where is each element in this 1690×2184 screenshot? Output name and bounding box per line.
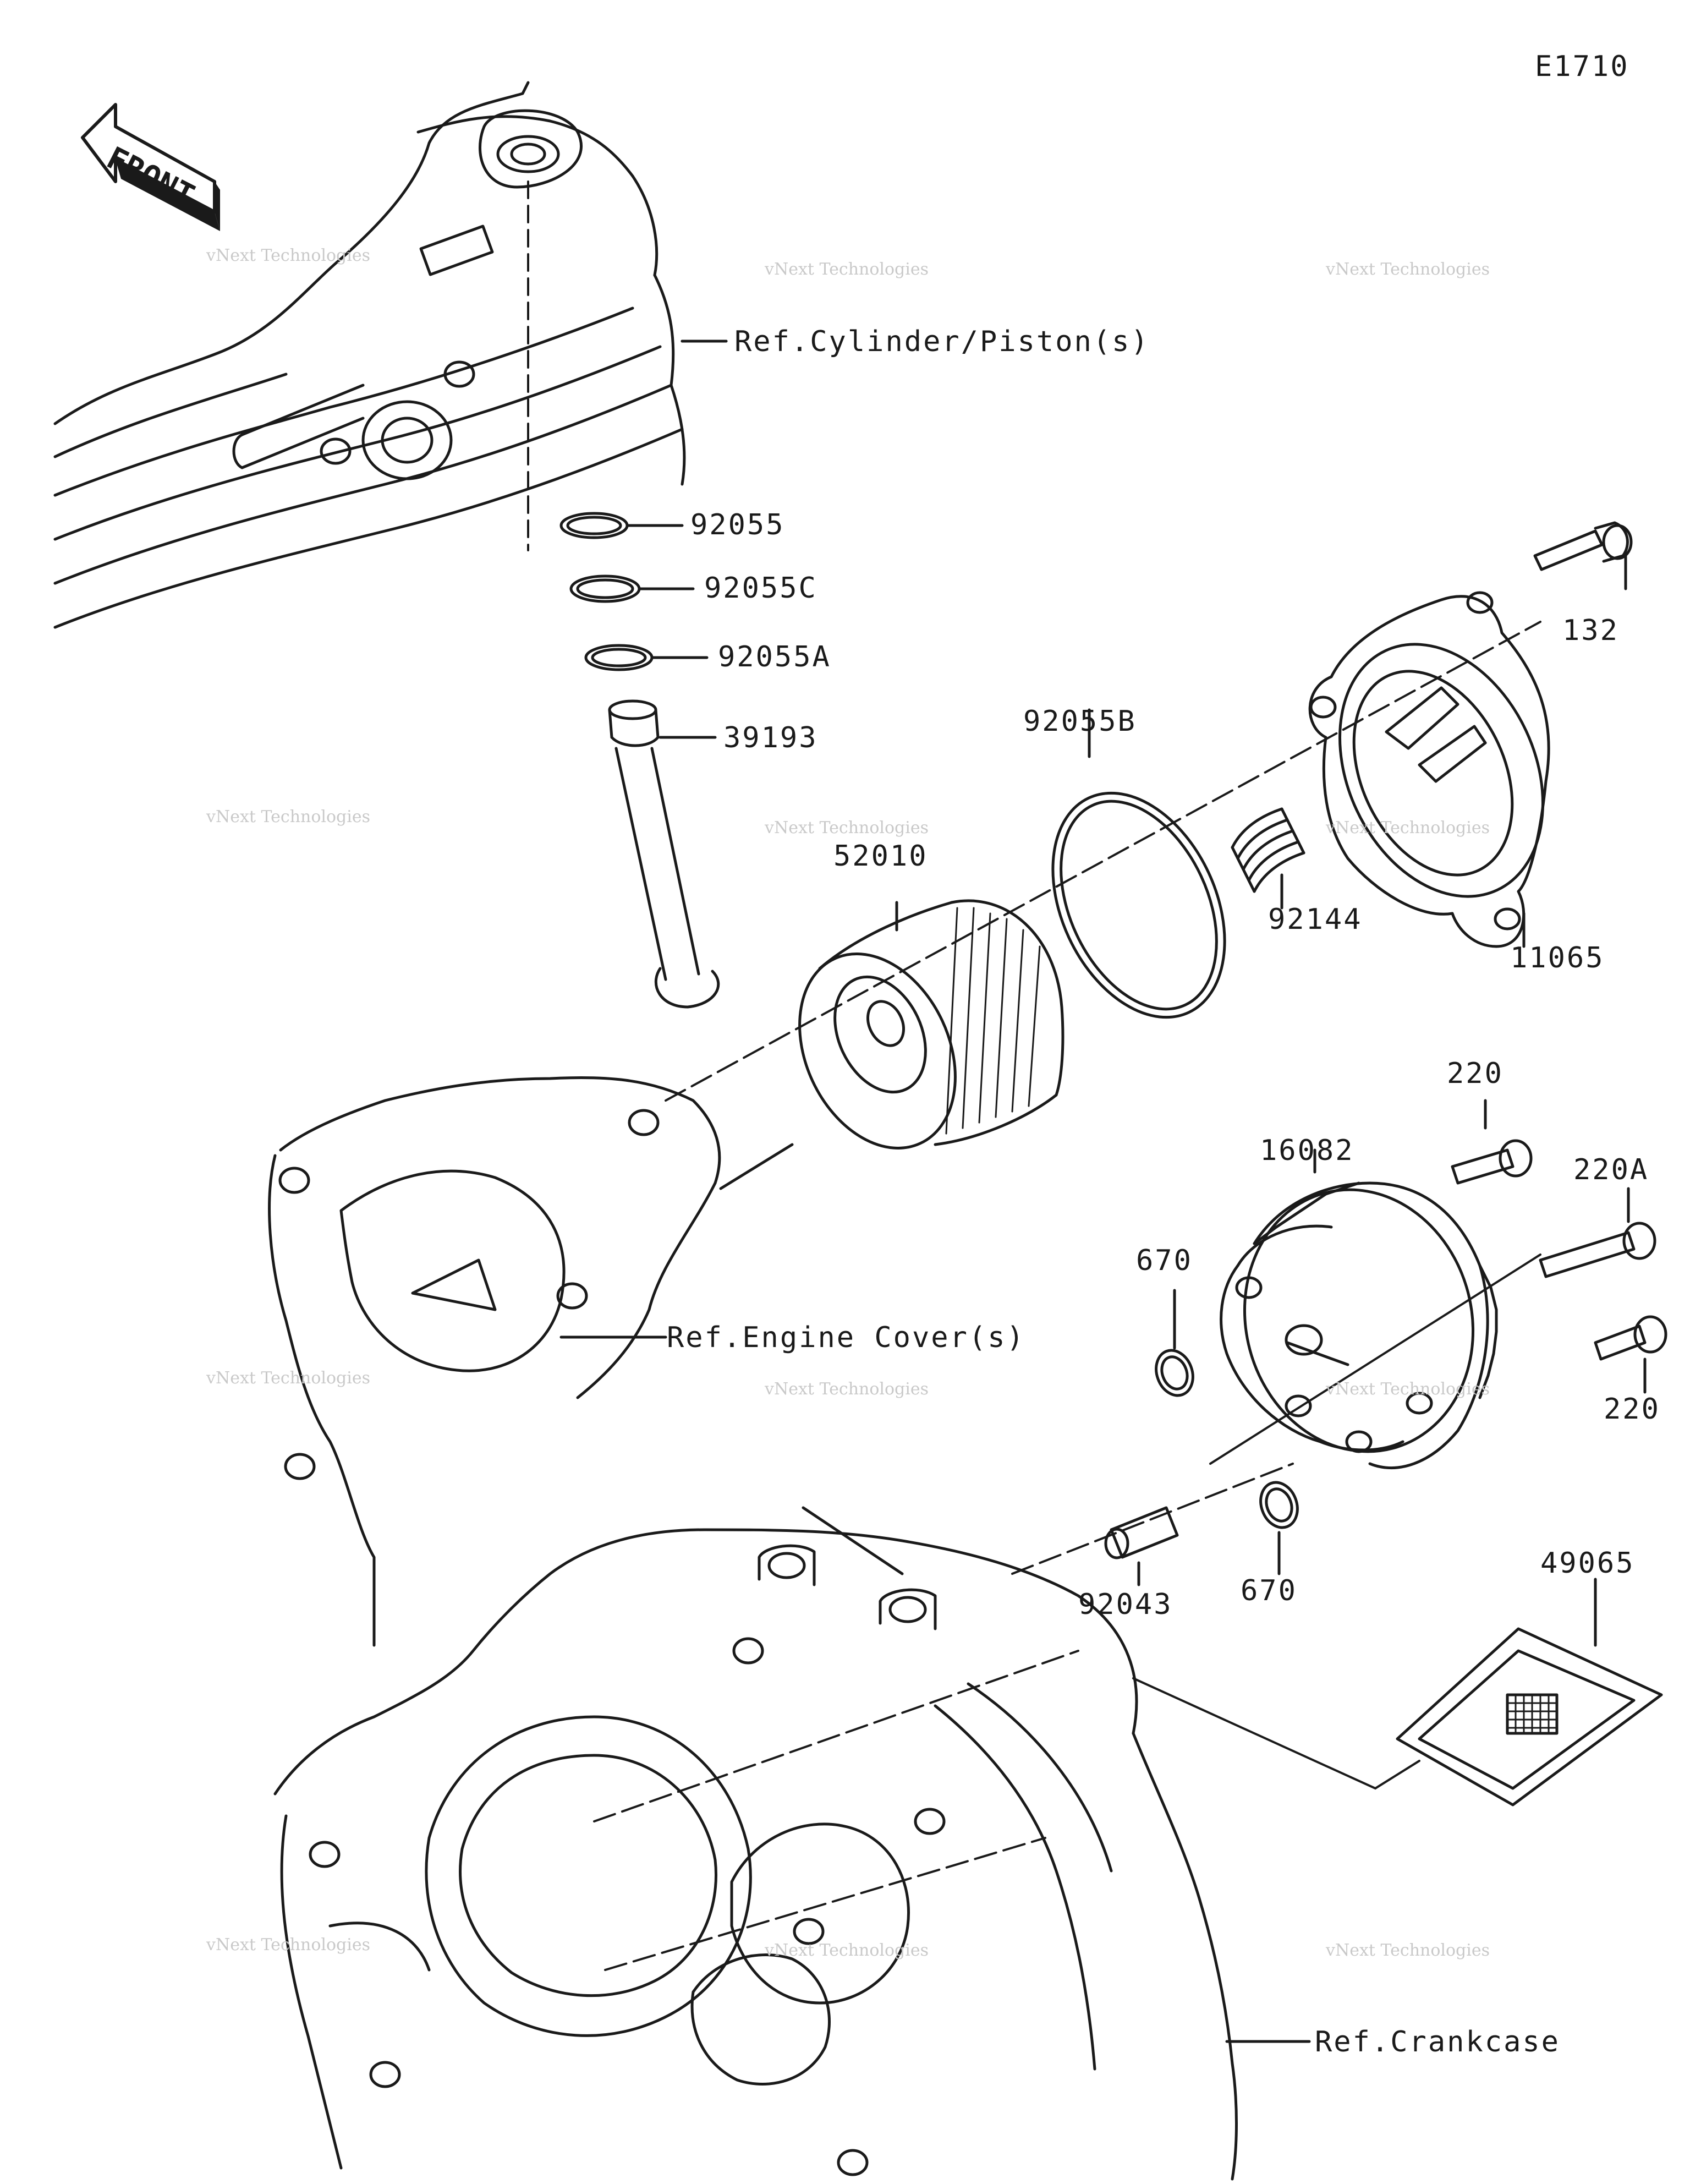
filter-cover	[1308, 591, 1550, 948]
watermark: vNext Technologies	[765, 260, 929, 279]
part-52010[interactable]: 52010	[833, 840, 928, 873]
bolt-220-bottom	[1594, 1315, 1667, 1394]
part-670-left[interactable]: 670	[1136, 1244, 1193, 1277]
part-220A[interactable]: 220A	[1573, 1153, 1649, 1186]
watermark: vNext Technologies	[765, 818, 929, 838]
bolt-220A	[1539, 1187, 1656, 1278]
cylinder-ref-drawing	[53, 81, 728, 629]
watermark: vNext Technologies	[206, 1935, 371, 1955]
watermark: vNext Technologies	[206, 807, 371, 826]
o-ring-stack	[559, 512, 709, 671]
leader-pump	[1209, 1254, 1541, 1465]
watermark: vNext Technologies	[206, 1369, 371, 1388]
dowel-pin	[1104, 1506, 1179, 1586]
watermark: vNext Technologies	[206, 246, 371, 265]
bolt-220-top	[1451, 1099, 1533, 1185]
part-49065[interactable]: 49065	[1540, 1547, 1635, 1580]
watermark: vNext Technologies	[1326, 1380, 1490, 1399]
part-39193[interactable]: 39193	[723, 721, 818, 754]
leader-gasket	[1132, 1677, 1420, 1789]
diagram-code: E1710	[1535, 50, 1629, 83]
centerline-pump	[1011, 1463, 1294, 1575]
part-16082[interactable]: 16082	[1260, 1134, 1354, 1167]
oil-pipe	[608, 699, 720, 1009]
ref-cylinder-label: Ref.Cylinder/Piston(s)	[734, 325, 1150, 358]
ref-crankcase-label: Ref.Crankcase	[1315, 2026, 1560, 2059]
part-92043[interactable]: 92043	[1078, 1588, 1173, 1621]
watermark: vNext Technologies	[1326, 818, 1490, 838]
front-arrow: FRONT	[81, 103, 220, 231]
part-11065[interactable]: 11065	[1510, 942, 1605, 975]
large-o-ring	[1051, 708, 1226, 1019]
part-132[interactable]: 132	[1562, 614, 1619, 647]
watermark: vNext Technologies	[765, 1941, 929, 1960]
part-220-bottom[interactable]: 220	[1604, 1393, 1660, 1426]
crankcase-ref-drawing	[273, 1506, 1311, 2181]
watermark: vNext Technologies	[765, 1380, 929, 1399]
spring	[1231, 807, 1305, 910]
centerline-filter	[665, 621, 1541, 1102]
oil-filter	[798, 899, 1065, 1150]
part-92055[interactable]: 92055	[690, 508, 785, 541]
oil-pump	[1220, 1148, 1498, 1469]
engine-cover-ref-drawing	[268, 1076, 794, 1647]
ref-engine-cover-label: Ref.Engine Cover(s)	[667, 1321, 1025, 1354]
gasket	[1396, 1578, 1663, 1807]
bolt-132	[1533, 521, 1633, 590]
o-ring-670-bottom	[1259, 1481, 1299, 1575]
part-92055B[interactable]: 92055B	[1023, 705, 1137, 738]
part-92055C[interactable]: 92055C	[704, 572, 817, 605]
watermark: vNext Technologies	[1326, 1941, 1490, 1960]
part-220-top[interactable]: 220	[1447, 1057, 1504, 1090]
part-92055A[interactable]: 92055A	[718, 641, 831, 674]
part-92144[interactable]: 92144	[1268, 903, 1363, 936]
part-670-bottom[interactable]: 670	[1241, 1574, 1297, 1607]
watermark: vNext Technologies	[1326, 260, 1490, 279]
o-ring-670-left	[1155, 1289, 1194, 1397]
